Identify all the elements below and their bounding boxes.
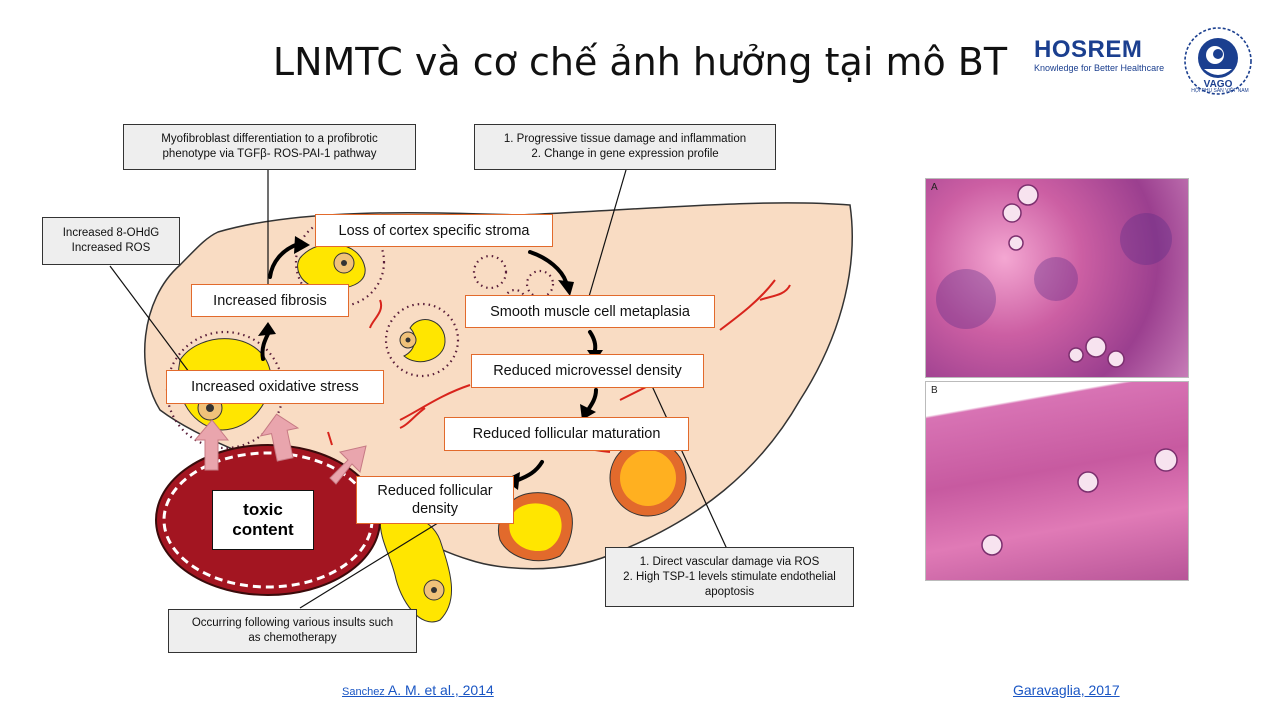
toxic-content-label: toxic content [212, 490, 314, 550]
reference-sanchez-link[interactable]: Sanchez A. M. et al., 2014 [342, 682, 494, 698]
step-reduced-follicular-maturation: Reduced follicular maturation [444, 417, 689, 451]
hosrem-logo-name: HOSREM [1034, 36, 1143, 63]
step-increased-oxidative-stress: Increased oxidative stress [166, 370, 384, 404]
histology-panel-a: A [925, 178, 1189, 378]
histology-panel-b: B [925, 381, 1189, 581]
hosrem-logo-tagline: Knowledge for Better Healthcare [1034, 63, 1165, 73]
vago-logo: VAGO [1184, 27, 1252, 95]
note-vascular-damage: 1. Direct vascular damage via ROS 2. Hig… [605, 547, 854, 607]
note-myofibroblast: Myofibroblast differentiation to a profi… [123, 124, 416, 170]
step-reduced-microvessel-density: Reduced microvessel density [471, 354, 704, 388]
slide-title: LNMTC và cơ chế ảnh hưởng tại mô BT [272, 40, 1008, 84]
vago-logo-subtitle: HỘI PHỤ SẢN VIỆT NAM [1191, 88, 1249, 94]
vago-logo-name: VAGO [1204, 79, 1233, 90]
reference-garavaglia-link[interactable]: Garavaglia, 2017 [1013, 682, 1120, 698]
note-progressive-damage: 1. Progressive tissue damage and inflamm… [474, 124, 776, 170]
histology-panel-b-label: B [931, 385, 938, 396]
hosrem-logo: HOSREM Knowledge for Better Healthcare [1034, 36, 1169, 73]
step-reduced-follicular-density: Reduced follicular density [356, 476, 514, 524]
step-smooth-muscle-cell-metaplasia: Smooth muscle cell metaplasia [465, 295, 715, 328]
step-loss-of-cortex-specific-stroma: Loss of cortex specific stroma [315, 214, 553, 247]
note-insults: Occurring following various insults such… [168, 609, 417, 653]
note-ohdg-ros: Increased 8-OHdG Increased ROS [42, 217, 180, 265]
histology-panel-a-label: A [931, 182, 938, 193]
reference-sanchez-rest: A. M. et al., 2014 [384, 682, 494, 698]
reference-sanchez-prefix: Sanchez [342, 686, 385, 698]
step-increased-fibrosis: Increased fibrosis [191, 284, 349, 317]
